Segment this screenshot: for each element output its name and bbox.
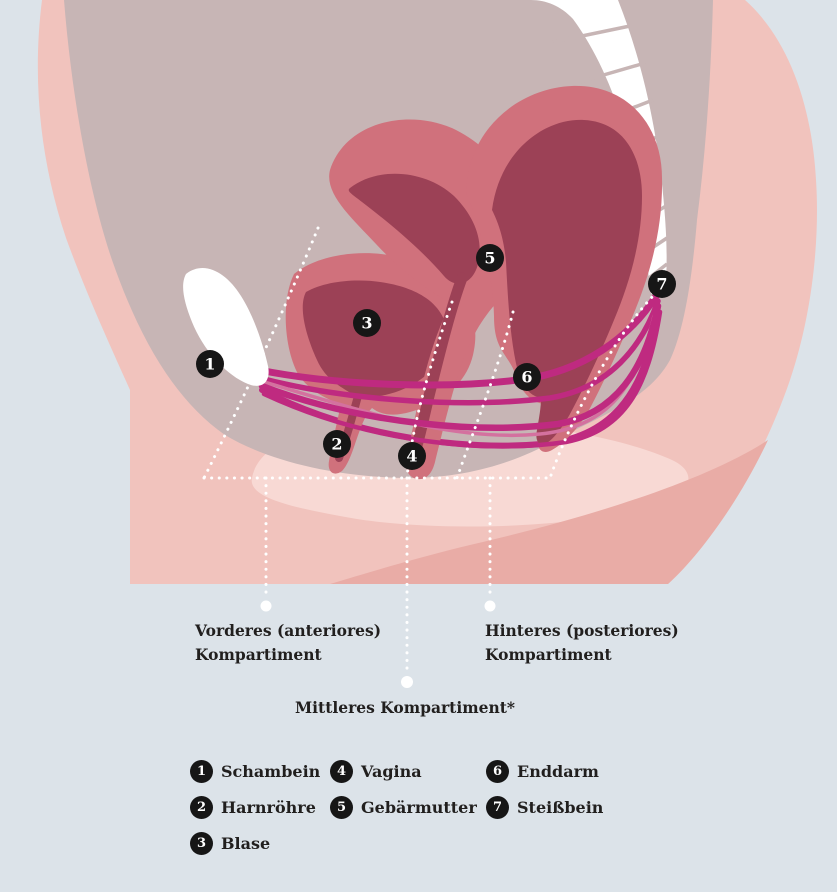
- legend-column-3: 6 Enddarm 7 Steißbein: [486, 760, 603, 832]
- legend-number-badge: 1: [190, 760, 213, 783]
- marker-number: 2: [331, 435, 342, 454]
- legend-column-1: 1 Schambein 2 Harnröhre 3 Blase: [190, 760, 320, 868]
- marker-6-enddarm: 6: [513, 363, 541, 391]
- legend-label: Vagina: [361, 762, 422, 781]
- marker-circle: [476, 244, 504, 272]
- label-anterior-line2: Kompartiment: [195, 645, 322, 664]
- marker-number: 7: [656, 275, 667, 294]
- boundary-middle-posterior: [455, 310, 515, 480]
- legend-number-badge: 7: [486, 796, 509, 819]
- label-posterior-line2: Kompartiment: [485, 645, 612, 664]
- marker-circle: [648, 270, 676, 298]
- spine-band: [531, 0, 667, 294]
- legend-number-badge: 3: [190, 832, 213, 855]
- legend-label: Blase: [221, 834, 271, 853]
- bladder-interior: [302, 280, 448, 399]
- leader-dot-posterior: [484, 600, 496, 612]
- legend-item-harnröhre: 2 Harnröhre: [190, 796, 320, 819]
- legend-number-badge: 6: [486, 760, 509, 783]
- marker-number: 3: [361, 314, 372, 333]
- leader-dot-middle: [401, 676, 413, 688]
- marker-number: 5: [484, 249, 495, 268]
- marker-circle: [353, 309, 381, 337]
- marker-circle: [398, 442, 426, 470]
- legend-item-schambein: 1 Schambein: [190, 760, 320, 783]
- legend-label: Gebärmutter: [361, 798, 477, 817]
- boundary-posterior-right: [548, 290, 659, 480]
- legend-number-badge: 5: [330, 796, 353, 819]
- compartment-boundary-lines: [202, 226, 659, 674]
- label-posterior-compartment: Hinteres (posteriores) Kompartiment: [485, 619, 679, 667]
- marker-number: 1: [204, 355, 215, 374]
- marker-3-blase: 3: [353, 309, 381, 337]
- label-middle-compartment: Mittleres Kompartiment*: [294, 698, 516, 717]
- legend-item-steißbein: 7 Steißbein: [486, 796, 603, 819]
- leader-dots: [260, 600, 496, 688]
- boundary-anterior-middle: [405, 300, 454, 480]
- legend-number-badge: 4: [330, 760, 353, 783]
- uterus-cavity: [348, 173, 480, 284]
- legend-item-vagina: 4 Vagina: [330, 760, 477, 783]
- label-posterior-line1: Hinteres (posteriores): [485, 621, 679, 640]
- legend-label: Harnröhre: [221, 798, 316, 817]
- marker-number: 6: [521, 368, 532, 387]
- boundary-anterior-left: [202, 226, 320, 480]
- legend-label: Enddarm: [517, 762, 599, 781]
- gluteal-fold-band: [330, 440, 768, 584]
- legend-label: Steißbein: [517, 798, 604, 817]
- marker-circle: [196, 350, 224, 378]
- legend-number-badge: 2: [190, 796, 213, 819]
- legend-item-gebärmutter: 5 Gebärmutter: [330, 796, 477, 819]
- marker-circle: [513, 363, 541, 391]
- marker-7-steißbein: 7: [648, 270, 676, 298]
- label-anterior-line1: Vorderes (anteriores): [195, 621, 382, 640]
- legend-label: Schambein: [221, 762, 321, 781]
- legend-item-enddarm: 6 Enddarm: [486, 760, 603, 783]
- label-anterior-compartment: Vorderes (anteriores) Kompartiment: [195, 619, 381, 667]
- leader-dot-anterior: [260, 600, 272, 612]
- marker-number: 4: [406, 447, 417, 466]
- legend-column-2: 4 Vagina 5 Gebärmutter: [330, 760, 477, 832]
- marker-circle: [323, 430, 351, 458]
- marker-layer: 1 2 3 4 5 6 7: [196, 244, 676, 470]
- pelvic-floor-ligaments: [255, 292, 663, 449]
- marker-5-gebärmutter: 5: [476, 244, 504, 272]
- marker-4-vagina: 4: [398, 442, 426, 470]
- marker-1-schambein: 1: [196, 350, 224, 378]
- legend-item-blase: 3 Blase: [190, 832, 320, 855]
- marker-2-harnröhre: 2: [323, 430, 351, 458]
- pubic-bone: [183, 268, 269, 386]
